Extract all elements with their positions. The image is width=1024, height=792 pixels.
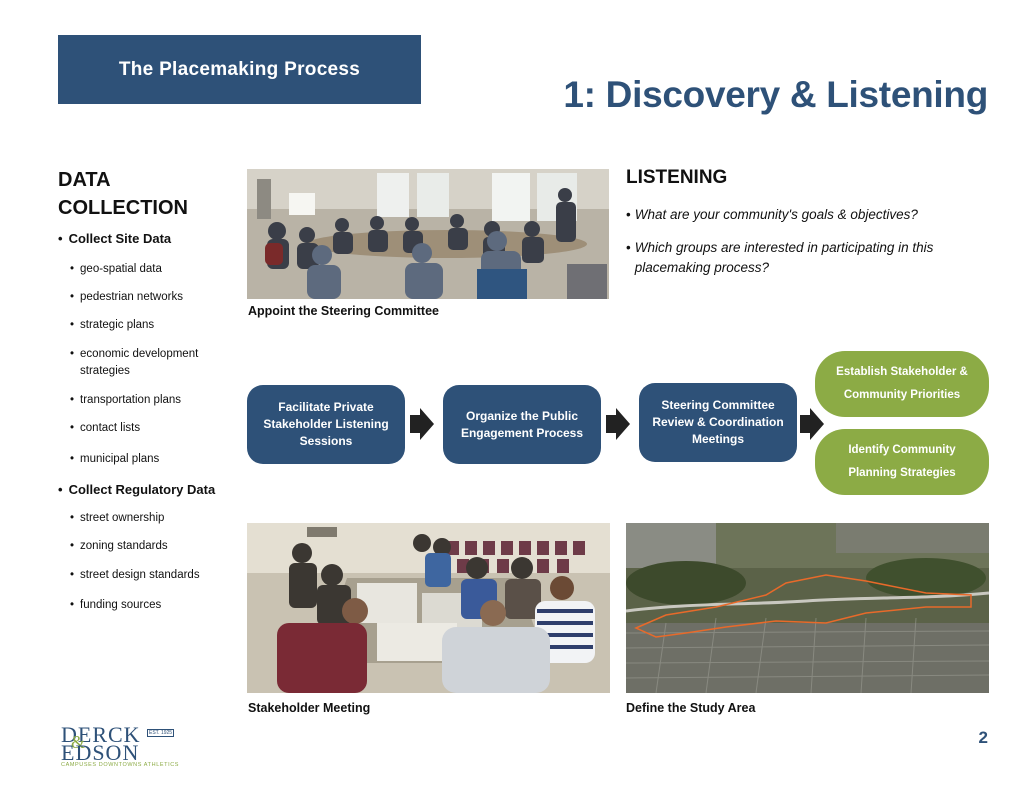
flow-step: Facilitate Private Stakeholder Listening… xyxy=(247,385,405,464)
listening-heading: LISTENING xyxy=(626,167,728,188)
flow-step: Organize the Public Engagement Process xyxy=(443,385,601,464)
flow-step: Steering Committee Review & Coordination… xyxy=(639,383,797,462)
list-item-label: funding sources xyxy=(80,599,162,611)
list-item-label: transportation plans xyxy=(80,394,182,406)
logo-derck: DERCK xyxy=(61,722,141,747)
study-area-map xyxy=(626,523,989,693)
listening-question: •Which groups are interested in particip… xyxy=(626,238,996,278)
regulatory-data-label: Collect Regulatory Data xyxy=(68,482,216,497)
list-item-label: economic development strategies xyxy=(80,348,199,377)
slide-title: 1: Discovery & Listening xyxy=(563,74,988,115)
page-number: 2 xyxy=(978,728,988,747)
bullet-icon: • xyxy=(58,482,63,497)
outcome-label: Identify Community Planning Strategies xyxy=(848,444,956,479)
logo-ampersand: & xyxy=(71,732,86,752)
outcome-pill: Establish Stakeholder & Community Priori… xyxy=(815,351,989,417)
steering-committee-photo xyxy=(247,169,609,299)
photo-caption: Define the Study Area xyxy=(626,701,756,715)
arrow-right-icon xyxy=(410,408,434,440)
list-item: •economic development strategies xyxy=(70,346,230,380)
outcome-label: Establish Stakeholder & Community Priori… xyxy=(836,366,968,401)
flow-step-label: Steering Committee Review & Coordination… xyxy=(652,398,784,446)
list-item-label: street design standards xyxy=(80,569,200,581)
list-item-label: street ownership xyxy=(80,512,165,524)
list-item: •street ownership xyxy=(70,510,230,527)
list-item: •pedestrian networks xyxy=(70,289,230,306)
outcome-pill: Identify Community Planning Strategies xyxy=(815,429,989,495)
bullet-icon: • xyxy=(626,240,631,255)
list-item: •funding sources xyxy=(70,597,230,614)
bullet-icon: • xyxy=(58,231,63,246)
listening-question: •What are your community's goals & objec… xyxy=(626,205,996,225)
bullet-icon: • xyxy=(626,207,631,222)
photo-caption: Appoint the Steering Committee xyxy=(248,304,439,318)
section-label: The Placemaking Process xyxy=(118,58,361,80)
arrow-right-icon xyxy=(606,408,630,440)
list-item-label: pedestrian networks xyxy=(80,291,183,303)
photo-caption: Stakeholder Meeting xyxy=(248,701,371,715)
list-item: •contact lists xyxy=(70,420,230,437)
list-item: •street design standards xyxy=(70,567,230,584)
list-item: •zoning standards xyxy=(70,538,230,555)
list-item: •geo-spatial data xyxy=(70,261,230,278)
logo-tagline: CAMPUSES DOWNTOWNS ATHLETICS xyxy=(61,762,180,768)
question-text: Which groups are interested in participa… xyxy=(634,240,934,275)
list-item: •strategic plans xyxy=(70,317,230,334)
flow-step-label: Organize the Public Engagement Process xyxy=(460,408,584,440)
logo-established: EST. 1925 xyxy=(147,729,175,737)
list-item-label: geo-spatial data xyxy=(80,263,162,275)
list-item-label: strategic plans xyxy=(80,319,155,331)
section-banner: The Placemaking Process xyxy=(58,35,421,104)
list-item: •municipal plans xyxy=(70,451,230,468)
regulatory-data-heading: • Collect Regulatory Data xyxy=(58,482,215,497)
logo-edson: EDSON xyxy=(61,740,140,765)
stakeholder-meeting-photo xyxy=(247,523,610,693)
list-item-label: contact lists xyxy=(80,422,141,434)
list-item-label: municipal plans xyxy=(80,453,160,465)
list-item-label: zoning standards xyxy=(80,540,168,552)
data-collection-heading: DATA COLLECTION xyxy=(58,169,188,219)
flow-step-label: Facilitate Private Stakeholder Listening… xyxy=(263,400,389,448)
site-data-label: Collect Site Data xyxy=(68,231,172,246)
question-text: What are your community's goals & object… xyxy=(634,207,918,222)
site-data-heading: • Collect Site Data xyxy=(58,231,171,246)
arrow-right-icon xyxy=(800,408,824,440)
list-item: •transportation plans xyxy=(70,392,230,409)
